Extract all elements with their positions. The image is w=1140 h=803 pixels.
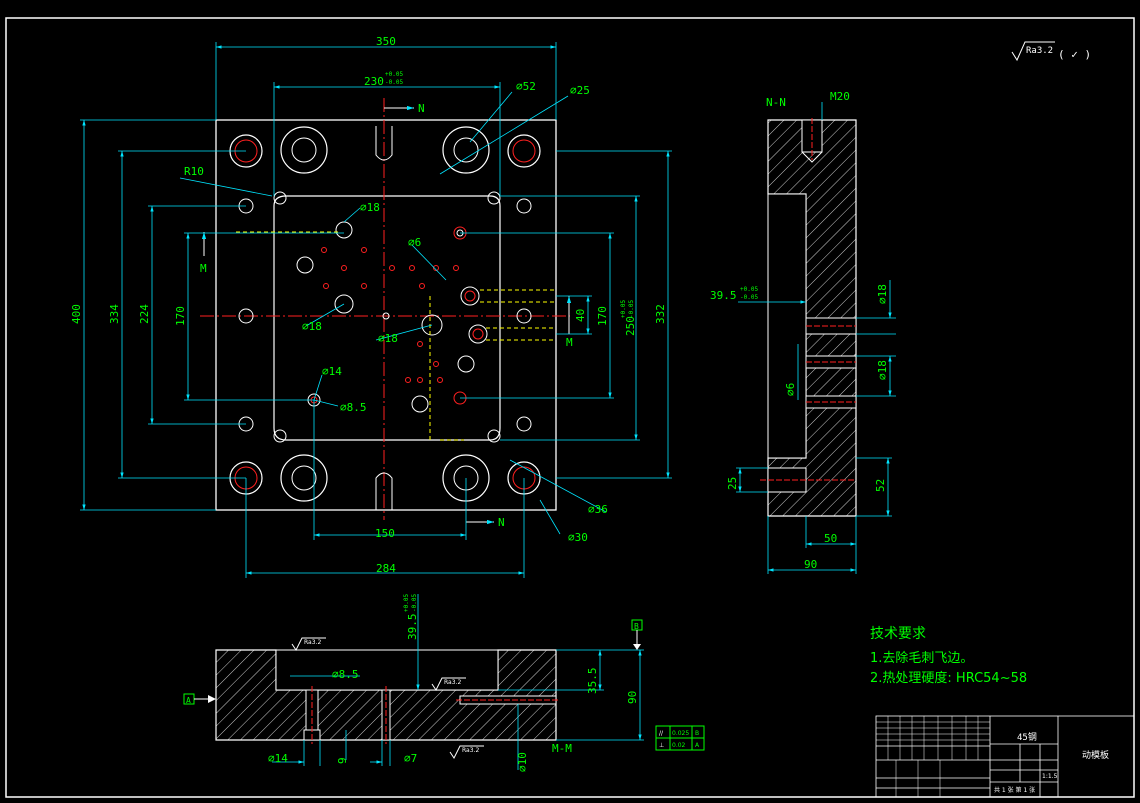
section-n-top: N [418,102,425,115]
section-m-right: M [566,336,573,349]
svg-text:B: B [695,730,699,737]
pin-dots [321,247,459,383]
tech-item-1: 1.去除毛刺飞边。 [870,651,973,666]
side-dim-d395-tol-hi: +0.05 [740,286,758,293]
dim-slot: 230 [364,75,384,88]
svg-text:⊥: ⊥ [659,742,664,749]
dim-h250-tol-hi: +0.05 [620,300,627,318]
sec-dim-h9: 9 [336,757,349,764]
guide-holes [229,126,541,502]
side-dim-d18-b: ⌀18 [876,360,889,380]
sec-dim-d395: 39.5 [406,614,419,641]
dim-d30: ⌀30 [568,531,588,544]
section-m-left: M [200,262,207,275]
geometric-tolerance-frame: // 0.025 B ⊥ 0.02 A [655,725,705,751]
side-dim-d6: ⌀6 [784,383,797,396]
dim-slot-tol-lo: -0.05 [385,79,403,86]
plan-view: N N M M [70,35,672,578]
dim-d85: ⌀8.5 [340,401,367,414]
side-dim-d395: 39.5 [710,289,737,302]
technical-requirements: 技术要求 1.去除毛刺飞边。 2.热处理硬度: HRC54~58 [870,626,1027,686]
section-view-title: M-M [552,742,572,755]
dim-d18-c: ⌀18 [378,332,398,345]
dim-h250: 250 [624,316,637,336]
dim-w150: 150 [375,527,395,540]
dim-r10: R10 [184,165,204,178]
tech-item-2: 2.热处理硬度: HRC54~58 [870,670,1027,686]
dim-h334: 334 [108,304,121,324]
sec-roughness-2: Ra3.2 [444,679,461,686]
dim-h332: 332 [654,304,667,324]
side-dim-w50: 50 [824,532,837,545]
side-view: N-N M20 [710,90,896,574]
dim-m20: M20 [830,90,850,103]
section-roughness-marks [291,637,484,759]
svg-text:0.025: 0.025 [672,730,689,737]
plan-dimension-lines [80,42,672,578]
section-n-bottom: N [498,516,505,529]
dim-slot-tol-hi: +0.05 [385,71,403,78]
dim-width: 350 [376,35,396,48]
svg-text://: // [659,730,664,737]
dim-h250-tol-lo: -0.05 [628,300,635,318]
dim-d36: ⌀36 [588,503,608,516]
dim-d18-a: ⌀18 [360,201,380,214]
plate-outline [215,119,557,511]
screw-holes [238,198,532,432]
datum-a: A [183,693,216,705]
side-dim-h52: 52 [874,479,887,492]
side-view-title: N-N [766,96,786,109]
sec-dim-d85: ⌀8.5 [332,668,359,681]
title-scale: 1:1.5 [1042,773,1058,780]
svg-text:B: B [634,622,639,631]
surface-roughness-mark: Ra3.2 ( ✓ ) [1011,41,1091,62]
sec-roughness-1: Ra3.2 [304,639,321,646]
dim-d52: ⌀52 [516,80,536,93]
datum-b: B [631,619,643,650]
title-drawing-name: 动模板 [1082,749,1109,761]
svg-text:A: A [695,742,700,749]
cooling-and-ejector-holes [296,221,488,413]
title-block [875,715,1135,798]
side-dim-d395-tol-lo: -0.05 [740,294,758,301]
svg-text:0.02: 0.02 [672,742,686,749]
sec-dim-d14: ⌀14 [268,752,288,765]
sec-dim-d10: ⌀10 [516,752,529,772]
dim-d6: ⌀6 [408,236,421,249]
side-dim-w90: 90 [804,558,817,571]
sec-dim-d7: ⌀7 [404,752,417,765]
dim-h170-left: 170 [174,306,187,326]
drawing-frame [5,17,1135,798]
sec-dim-h90: 90 [626,691,639,704]
side-dim-d18-a: ⌀18 [876,284,889,304]
dim-h40: 40 [574,309,587,322]
side-dim-h25: 25 [726,477,739,490]
dim-d18-b: ⌀18 [302,320,322,333]
sec-dim-h355: 35.5 [586,668,599,695]
title-material: 45钢 [1017,731,1037,743]
dim-d14: ⌀14 [322,365,342,378]
title-sheet: 共 1 张 第 1 张 [994,786,1035,794]
svg-text:A: A [186,696,191,705]
dim-d25: ⌀25 [570,84,590,97]
dim-w284: 284 [376,562,396,575]
tech-title: 技术要求 [870,626,926,642]
sec-dim-d395-tol-hi: +0.05 [403,594,410,612]
section-view: 39.5 +0.05 -0.05 ⌀8.5 35.5 90 ⌀14 9 ⌀7 ⌀… [183,594,705,772]
sec-dim-d395-tol-lo: -0.05 [411,594,418,612]
dim-h224: 224 [138,304,151,324]
roughness-paren: ( ✓ ) [1058,48,1091,61]
roughness-value: Ra3.2 [1026,46,1053,56]
sec-roughness-3: Ra3.2 [462,747,479,754]
dim-h170-right: 170 [596,306,609,326]
dim-height: 400 [70,304,83,324]
hidden-channels [236,231,556,441]
